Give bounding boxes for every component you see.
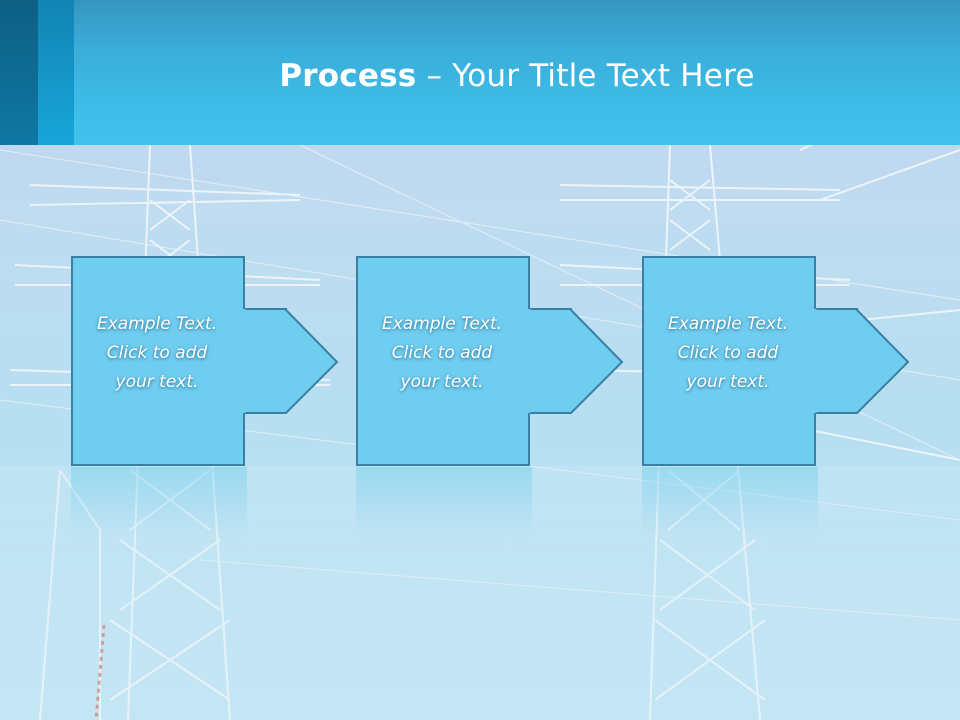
step-1-line-3: your text. <box>115 372 199 392</box>
step-2-line-1: Example Text. <box>381 314 503 334</box>
step-3-line-3: your text. <box>686 372 770 392</box>
process-step-2[interactable]: Example Text. Click to add your text. <box>356 256 626 466</box>
header-accent-dark <box>0 0 38 145</box>
step-shape-2 <box>356 256 624 466</box>
process-step-3[interactable]: Example Text. Click to add your text. <box>642 256 912 466</box>
title-bar: Process – Your Title Text Here <box>0 0 960 145</box>
title-bold-text: Process <box>279 58 417 94</box>
step-3-line-1: Example Text. <box>667 314 789 334</box>
step-text-3[interactable]: Example Text. Click to add your text. <box>642 310 814 410</box>
header-accent-mid <box>38 0 74 145</box>
reflection-shade <box>0 466 960 720</box>
step-1-line-1: Example Text. <box>96 314 218 334</box>
step-3-line-2: Click to add <box>677 343 779 363</box>
step-2-reflection <box>356 467 532 537</box>
title-rest-text: – Your Title Text Here <box>416 58 755 94</box>
process-step-1[interactable]: Example Text. Click to add your text. <box>71 256 341 466</box>
step-3-reflection <box>642 467 818 537</box>
step-2-line-3: your text. <box>400 372 484 392</box>
step-shape-1 <box>71 256 339 466</box>
step-2-line-2: Click to add <box>391 343 493 363</box>
step-text-1[interactable]: Example Text. Click to add your text. <box>71 310 243 410</box>
step-1-reflection <box>71 467 247 537</box>
slide-title[interactable]: Process – Your Title Text Here <box>74 52 960 100</box>
step-1-line-2: Click to add <box>106 343 208 363</box>
step-text-2[interactable]: Example Text. Click to add your text. <box>356 310 528 410</box>
step-shape-3 <box>642 256 910 466</box>
